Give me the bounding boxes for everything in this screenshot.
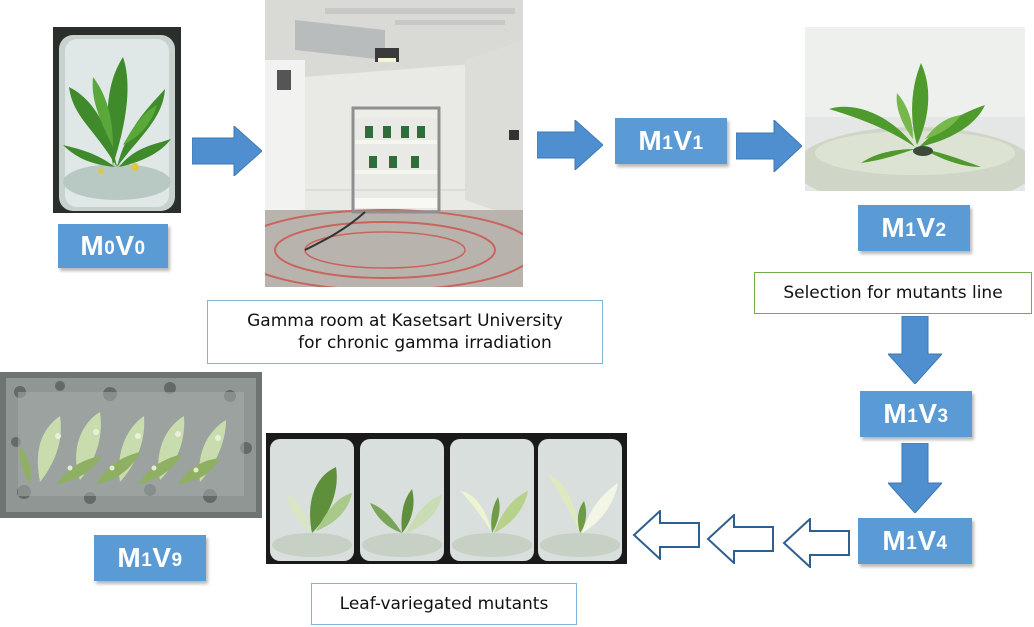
caption-variegated-text: Leaf-variegated mutants	[339, 594, 549, 614]
arrow-right-3	[736, 120, 802, 172]
hollow-arrow-left-2	[706, 514, 774, 564]
caption-gamma-line1: Gamma room at Kasetsart University	[247, 311, 563, 331]
photo-m1v2-plantlet	[805, 27, 1025, 191]
arrow-down-2	[888, 443, 942, 513]
hollow-arrow-left-3	[632, 510, 700, 560]
arrow-down-1	[888, 316, 942, 384]
photo-gamma-room	[265, 0, 523, 287]
arrow-right-1	[192, 126, 262, 176]
photo-m0v0-plant-jar	[53, 27, 181, 213]
caption-variegated: Leaf-variegated mutants	[311, 583, 577, 625]
photo-variegated-mutants	[266, 433, 627, 564]
caption-selection: Selection for mutants line	[754, 272, 1032, 314]
photo-m1v9-tray	[0, 372, 262, 518]
caption-selection-text: Selection for mutants line	[783, 283, 1003, 303]
hollow-arrow-left-1	[782, 518, 850, 568]
arrow-right-2	[537, 120, 603, 170]
caption-gamma-line2: for chronic gamma irradiation	[298, 333, 552, 353]
caption-gamma-room: Gamma room at Kasetsart University for c…	[207, 300, 603, 364]
